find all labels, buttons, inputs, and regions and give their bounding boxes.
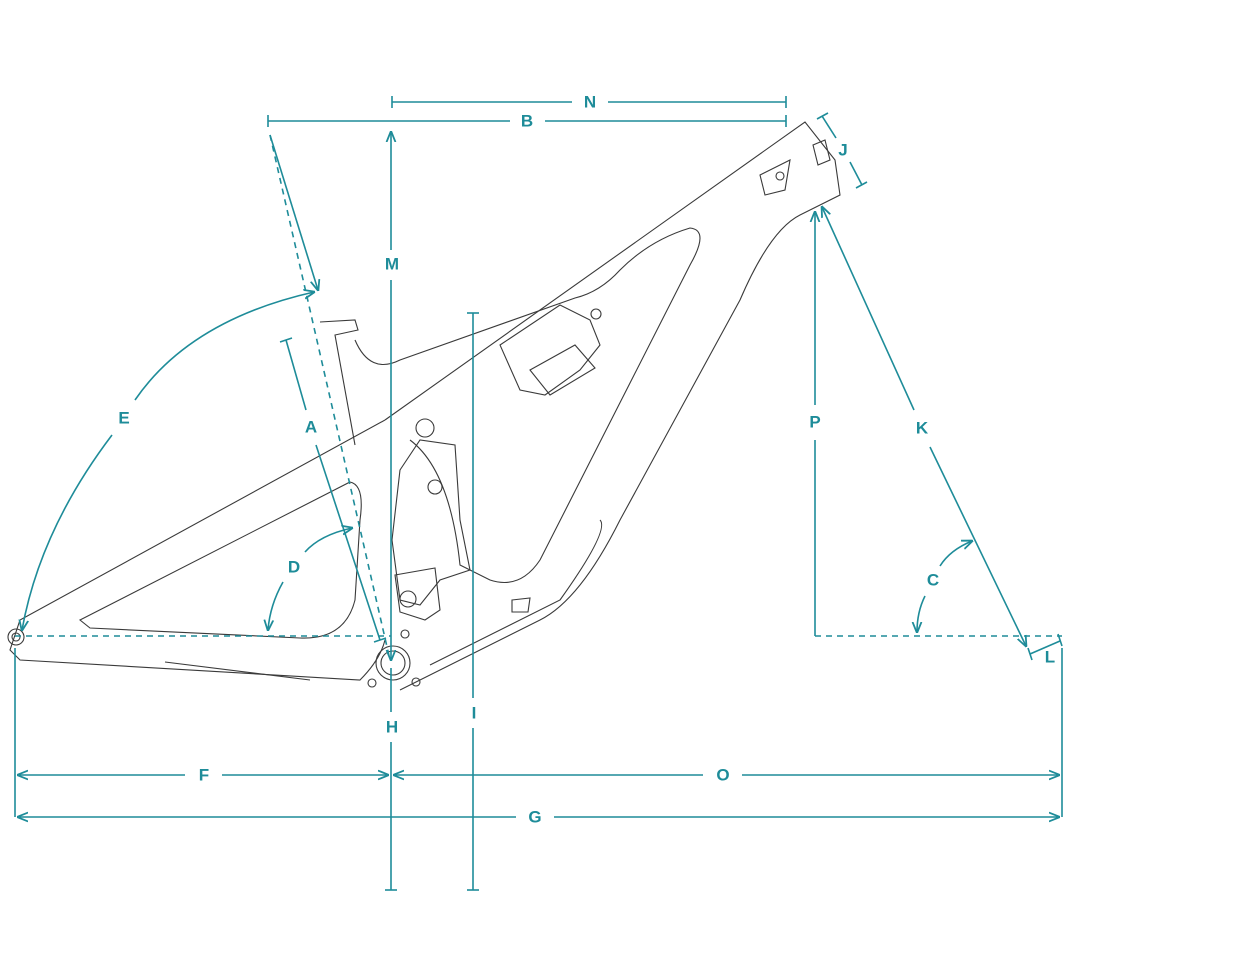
label-c: C [927,570,939,589]
label-l: L [1045,647,1055,666]
label-k: K [916,418,929,437]
label-e: E [118,408,129,427]
label-n: N [584,92,596,111]
label-d: D [288,557,300,576]
dim-line-a [285,339,307,411]
label-p: P [809,412,820,431]
dimension-labels: A B C D E F G H I J K L M N O P [118,92,1055,826]
dim-arc-e [134,292,314,401]
label-f: F [199,765,209,784]
label-m: M [385,254,399,273]
label-h: H [386,717,398,736]
label-i: I [472,703,477,722]
label-o: O [716,765,729,784]
dim-arc-d [304,528,352,553]
seat-tube-axis [269,134,391,661]
bike-frame-outline [7,121,841,691]
dim-line-j [821,115,837,139]
dimension-lines [14,96,1063,891]
label-j: J [838,140,847,159]
label-a: A [305,417,317,436]
label-g: G [528,807,541,826]
dim-line-k [822,207,915,411]
label-b: B [521,111,533,130]
dim-line-l [1029,640,1061,655]
dim-arc-c [939,541,972,567]
